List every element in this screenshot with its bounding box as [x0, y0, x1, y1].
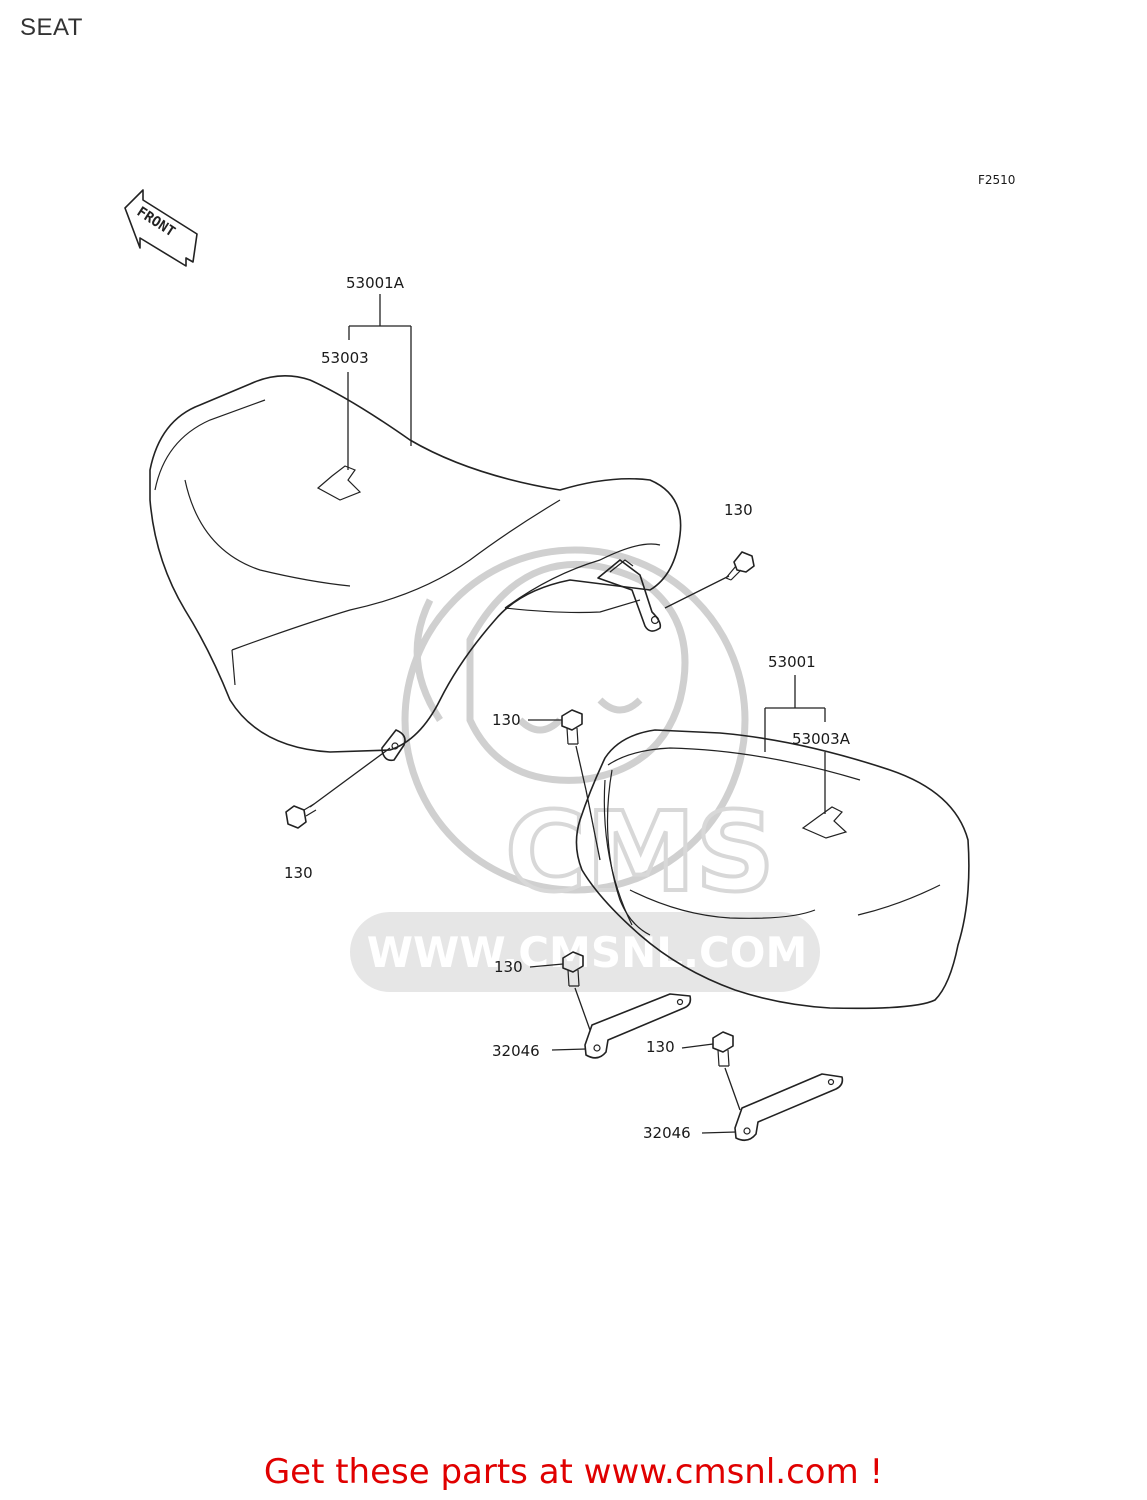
front-arrow-icon: FRONT	[124, 189, 198, 267]
watermark-text: WWW.CMSNL.COM	[367, 928, 808, 977]
part-label-53003a: 53003A	[792, 730, 851, 748]
part-label-130-front-left: 130	[284, 864, 313, 882]
part-label-53001: 53001	[768, 653, 816, 671]
front-arrow-label: FRONT	[134, 204, 178, 240]
bolt-icon	[562, 951, 584, 987]
part-label-130-bracket-2: 130	[646, 1038, 675, 1056]
bolt-icon	[712, 1031, 734, 1067]
bolt-icon	[561, 709, 583, 745]
leader-lines	[309, 294, 826, 1134]
part-label-53001a: 53001A	[346, 274, 405, 292]
part-label-130-rear-top: 130	[492, 711, 521, 729]
bolt-icon	[725, 551, 755, 581]
watermark-logo: CMS WWW.CMSNL.COM	[350, 546, 820, 992]
part-label-32046-1: 32046	[492, 1042, 540, 1060]
bracket-drawing-2	[734, 1073, 844, 1142]
part-label-32046-2: 32046	[643, 1124, 691, 1142]
watermark-logo-text: CMS	[505, 788, 774, 916]
part-label-130-bracket-1: 130	[494, 958, 523, 976]
front-seat-drawing	[149, 375, 682, 762]
bolt-icon	[285, 803, 317, 829]
rear-seat-drawing	[575, 729, 970, 1010]
page-title: SEAT	[20, 14, 83, 41]
part-label-53003: 53003	[321, 349, 369, 367]
call-to-action-link[interactable]: Get these parts at www.cmsnl.com !	[263, 1452, 884, 1492]
figure-code: F2510	[978, 173, 1015, 187]
bracket-drawing-1	[584, 993, 692, 1059]
part-label-130-front-right: 130	[724, 501, 753, 519]
